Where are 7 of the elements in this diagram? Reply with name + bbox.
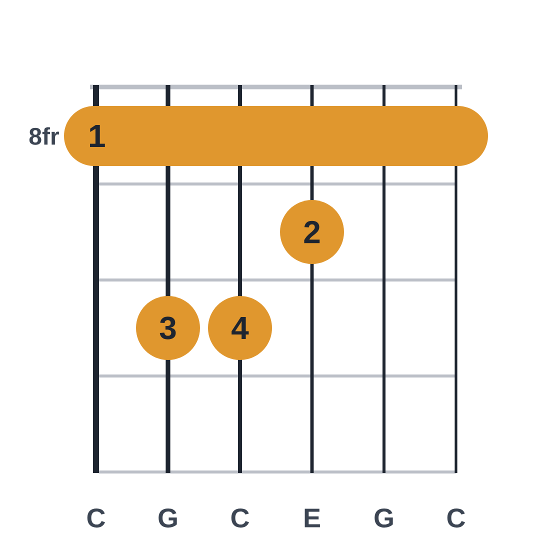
string-name: G: [374, 508, 393, 528]
string-name: C: [447, 508, 465, 528]
string-name: C: [87, 508, 105, 528]
string-name: E: [304, 508, 320, 528]
string-name: C: [231, 508, 249, 528]
barre-bar: 1: [64, 106, 488, 166]
string-name: G: [158, 508, 177, 528]
